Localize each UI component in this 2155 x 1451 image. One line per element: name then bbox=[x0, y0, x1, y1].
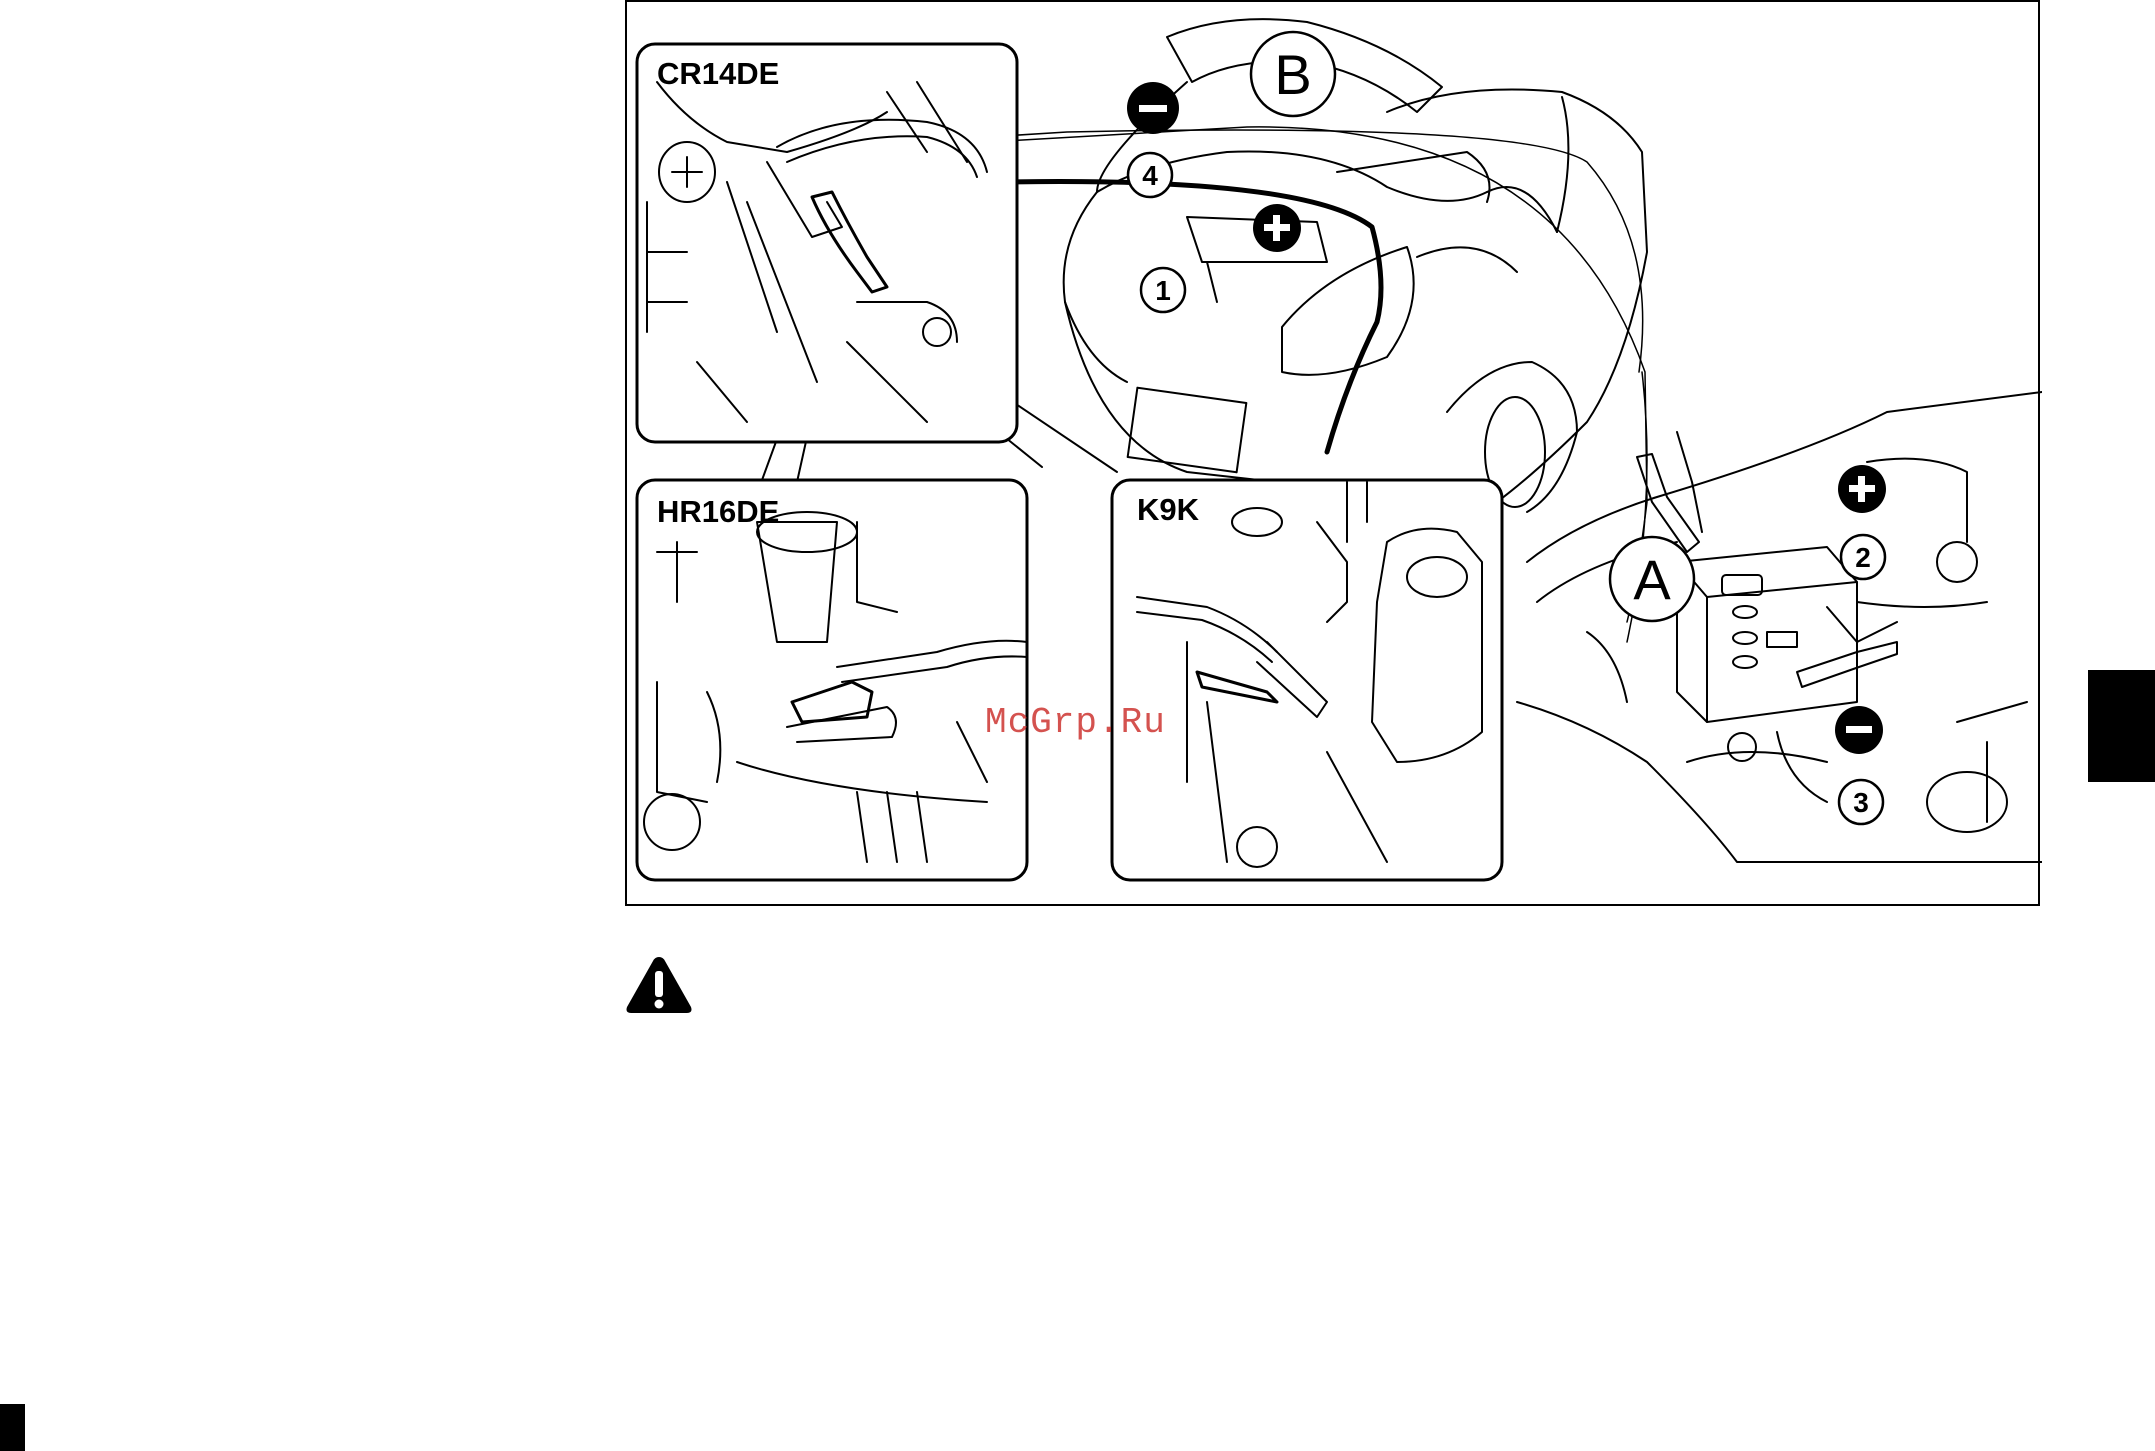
step-2-label: 2 bbox=[1855, 542, 1871, 573]
vehicle-a-label: A bbox=[1633, 548, 1671, 611]
inset-cr14de-frame bbox=[637, 44, 1017, 442]
vehicle-a-drawing bbox=[1517, 392, 2042, 862]
step-1-label: 1 bbox=[1155, 275, 1171, 306]
section-tab bbox=[2088, 670, 2155, 782]
page-corner-mark bbox=[0, 1404, 25, 1451]
inset-cr14de-label: CR14DE bbox=[657, 56, 779, 91]
step-3-label: 3 bbox=[1853, 787, 1869, 818]
inset-k9k-frame bbox=[1112, 480, 1502, 880]
inset-hr16de-label: HR16DE bbox=[657, 494, 779, 529]
inset-k9k-label: K9K bbox=[1137, 492, 1200, 527]
inset-hr16de-frame bbox=[637, 480, 1027, 880]
warning-triangle-icon bbox=[625, 955, 693, 1015]
vehicle-b-label: B bbox=[1274, 43, 1311, 106]
jump-start-diagram: CR14DE HR16DE K9K B A 1 2 3 4 bbox=[625, 0, 2040, 906]
step-4-label: 4 bbox=[1142, 160, 1158, 191]
diagram-artwork: CR14DE HR16DE K9K B A 1 2 3 4 bbox=[627, 2, 2042, 908]
watermark-text: McGrp.Ru bbox=[985, 702, 1166, 743]
